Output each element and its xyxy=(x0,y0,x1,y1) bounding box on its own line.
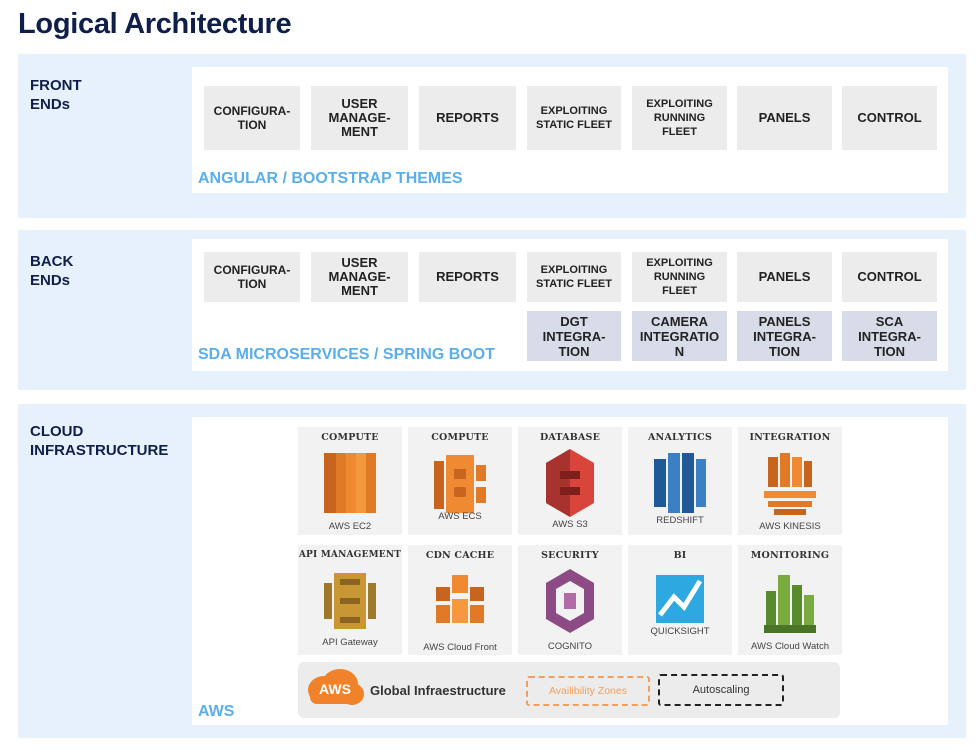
service-tile-api-gateway: API MANAGEMENT API Gateway xyxy=(298,545,402,655)
back-ends-theme: SDA MICROSERVICES / SPRING BOOT xyxy=(198,346,495,363)
be-integration-dgt: DGT INTEGRA- TION xyxy=(527,311,621,361)
fe-module-user-management: USER MANAGE- MENT xyxy=(311,86,408,150)
ec2-icon xyxy=(324,453,376,513)
be-module-reports: REPORTS xyxy=(419,252,516,302)
be-module-exploiting-static-fleet: EXPLOITING STATIC FLEET xyxy=(527,252,621,302)
aws-logo-icon xyxy=(308,669,364,705)
be-module-panels: PANELS xyxy=(737,252,832,302)
global-infrastructure-label: Global Infraestructure xyxy=(370,683,506,698)
be-integration-sca: SCA INTEGRA- TION xyxy=(842,311,937,361)
service-category: INTEGRATION xyxy=(749,432,831,443)
service-tile-cognito: SECURITY COGNITO xyxy=(518,545,622,655)
front-ends-label: FRONT ENDs xyxy=(30,77,82,113)
cloudwatch-icon xyxy=(764,575,816,633)
aws-footer-label: AWS xyxy=(198,703,235,720)
service-tile-redshift: ANALYTICS REDSHIFT xyxy=(628,427,732,535)
service-tile-s3: DATABASE AWS S3 xyxy=(518,427,622,535)
fe-module-exploiting-static-fleet: EXPLOITING STATIC FLEET xyxy=(527,86,621,150)
s3-icon xyxy=(546,449,594,517)
availability-zones: Availibility Zones xyxy=(526,676,650,706)
service-name: REDSHIFT xyxy=(656,515,704,526)
service-name: AWS EC2 xyxy=(328,521,372,532)
be-module-configuration: CONFIGURA- TION xyxy=(204,252,300,302)
redshift-icon xyxy=(654,453,706,513)
fe-module-exploiting-running-fleet: EXPLOITING RUNNING FLEET xyxy=(632,86,727,150)
service-tile-quicksight: BI QUICKSIGHT xyxy=(628,545,732,655)
service-category: ANALYTICS xyxy=(647,432,712,443)
cognito-icon xyxy=(546,569,594,633)
be-module-exploiting-running-fleet: EXPLOITING RUNNING FLEET xyxy=(632,252,727,302)
service-category: CDN CACHE xyxy=(425,550,495,561)
service-name: API Gateway xyxy=(322,637,378,648)
service-category: SECURITY xyxy=(541,550,599,561)
aws-logo-text: AWS xyxy=(319,681,351,697)
service-category: DATABASE xyxy=(539,432,601,443)
service-name: AWS ECS xyxy=(438,511,482,522)
service-tile-cloudfront: CDN CACHE AWS Cloud Front xyxy=(408,545,512,655)
service-name: QUICKSIGHT xyxy=(650,626,710,637)
front-ends-theme: ANGULAR / BOOTSTRAP THEMES xyxy=(198,170,463,187)
be-module-user-management: USER MANAGE- MENT xyxy=(311,252,408,302)
cloud-label: CLOUD INFRASTRUCTURE xyxy=(30,423,169,459)
quicksight-icon xyxy=(656,575,704,623)
be-integration-panels: PANELS INTEGRA- TION xyxy=(737,311,832,361)
service-name: AWS Cloud Front xyxy=(423,642,497,653)
fe-module-control: CONTROL xyxy=(842,86,937,150)
service-tile-ecs: COMPUTE AWS ECS xyxy=(408,427,512,535)
cloudfront-icon xyxy=(436,575,484,623)
fe-module-configuration: CONFIGURA- TION xyxy=(204,86,300,150)
be-module-control: CONTROL xyxy=(842,252,937,302)
service-category: COMPUTE xyxy=(431,432,489,443)
ecs-icon xyxy=(434,455,486,513)
service-category: BI xyxy=(673,550,687,561)
api-gateway-icon xyxy=(324,573,376,629)
service-name: COGNITO xyxy=(547,641,593,652)
service-name: AWS KINESIS xyxy=(759,521,821,532)
back-ends-label: BACK ENDs xyxy=(30,253,74,289)
service-name: AWS S3 xyxy=(552,519,588,530)
service-category: API MANAGEMENT xyxy=(298,550,402,560)
page-title: Logical Architecture xyxy=(18,8,292,40)
global-infrastructure-bar: AWS Global Infraestructure Availibility … xyxy=(298,662,840,718)
kinesis-icon xyxy=(764,453,816,515)
autoscaling: Autoscaling xyxy=(658,674,784,706)
service-category: COMPUTE xyxy=(321,432,379,443)
service-tile-kinesis: INTEGRATION AWS KINESIS xyxy=(738,427,842,535)
fe-module-reports: REPORTS xyxy=(419,86,516,150)
service-category: MONITORING xyxy=(750,550,830,561)
service-tile-cloudwatch: MONITORING AWS Cloud Watch xyxy=(738,545,842,655)
fe-module-panels: PANELS xyxy=(737,86,832,150)
service-tile-ec2: COMPUTE AWS EC2 xyxy=(298,427,402,535)
be-integration-camera: CAMERA INTEGRATIO N xyxy=(632,311,727,361)
service-name: AWS Cloud Watch xyxy=(751,641,829,652)
